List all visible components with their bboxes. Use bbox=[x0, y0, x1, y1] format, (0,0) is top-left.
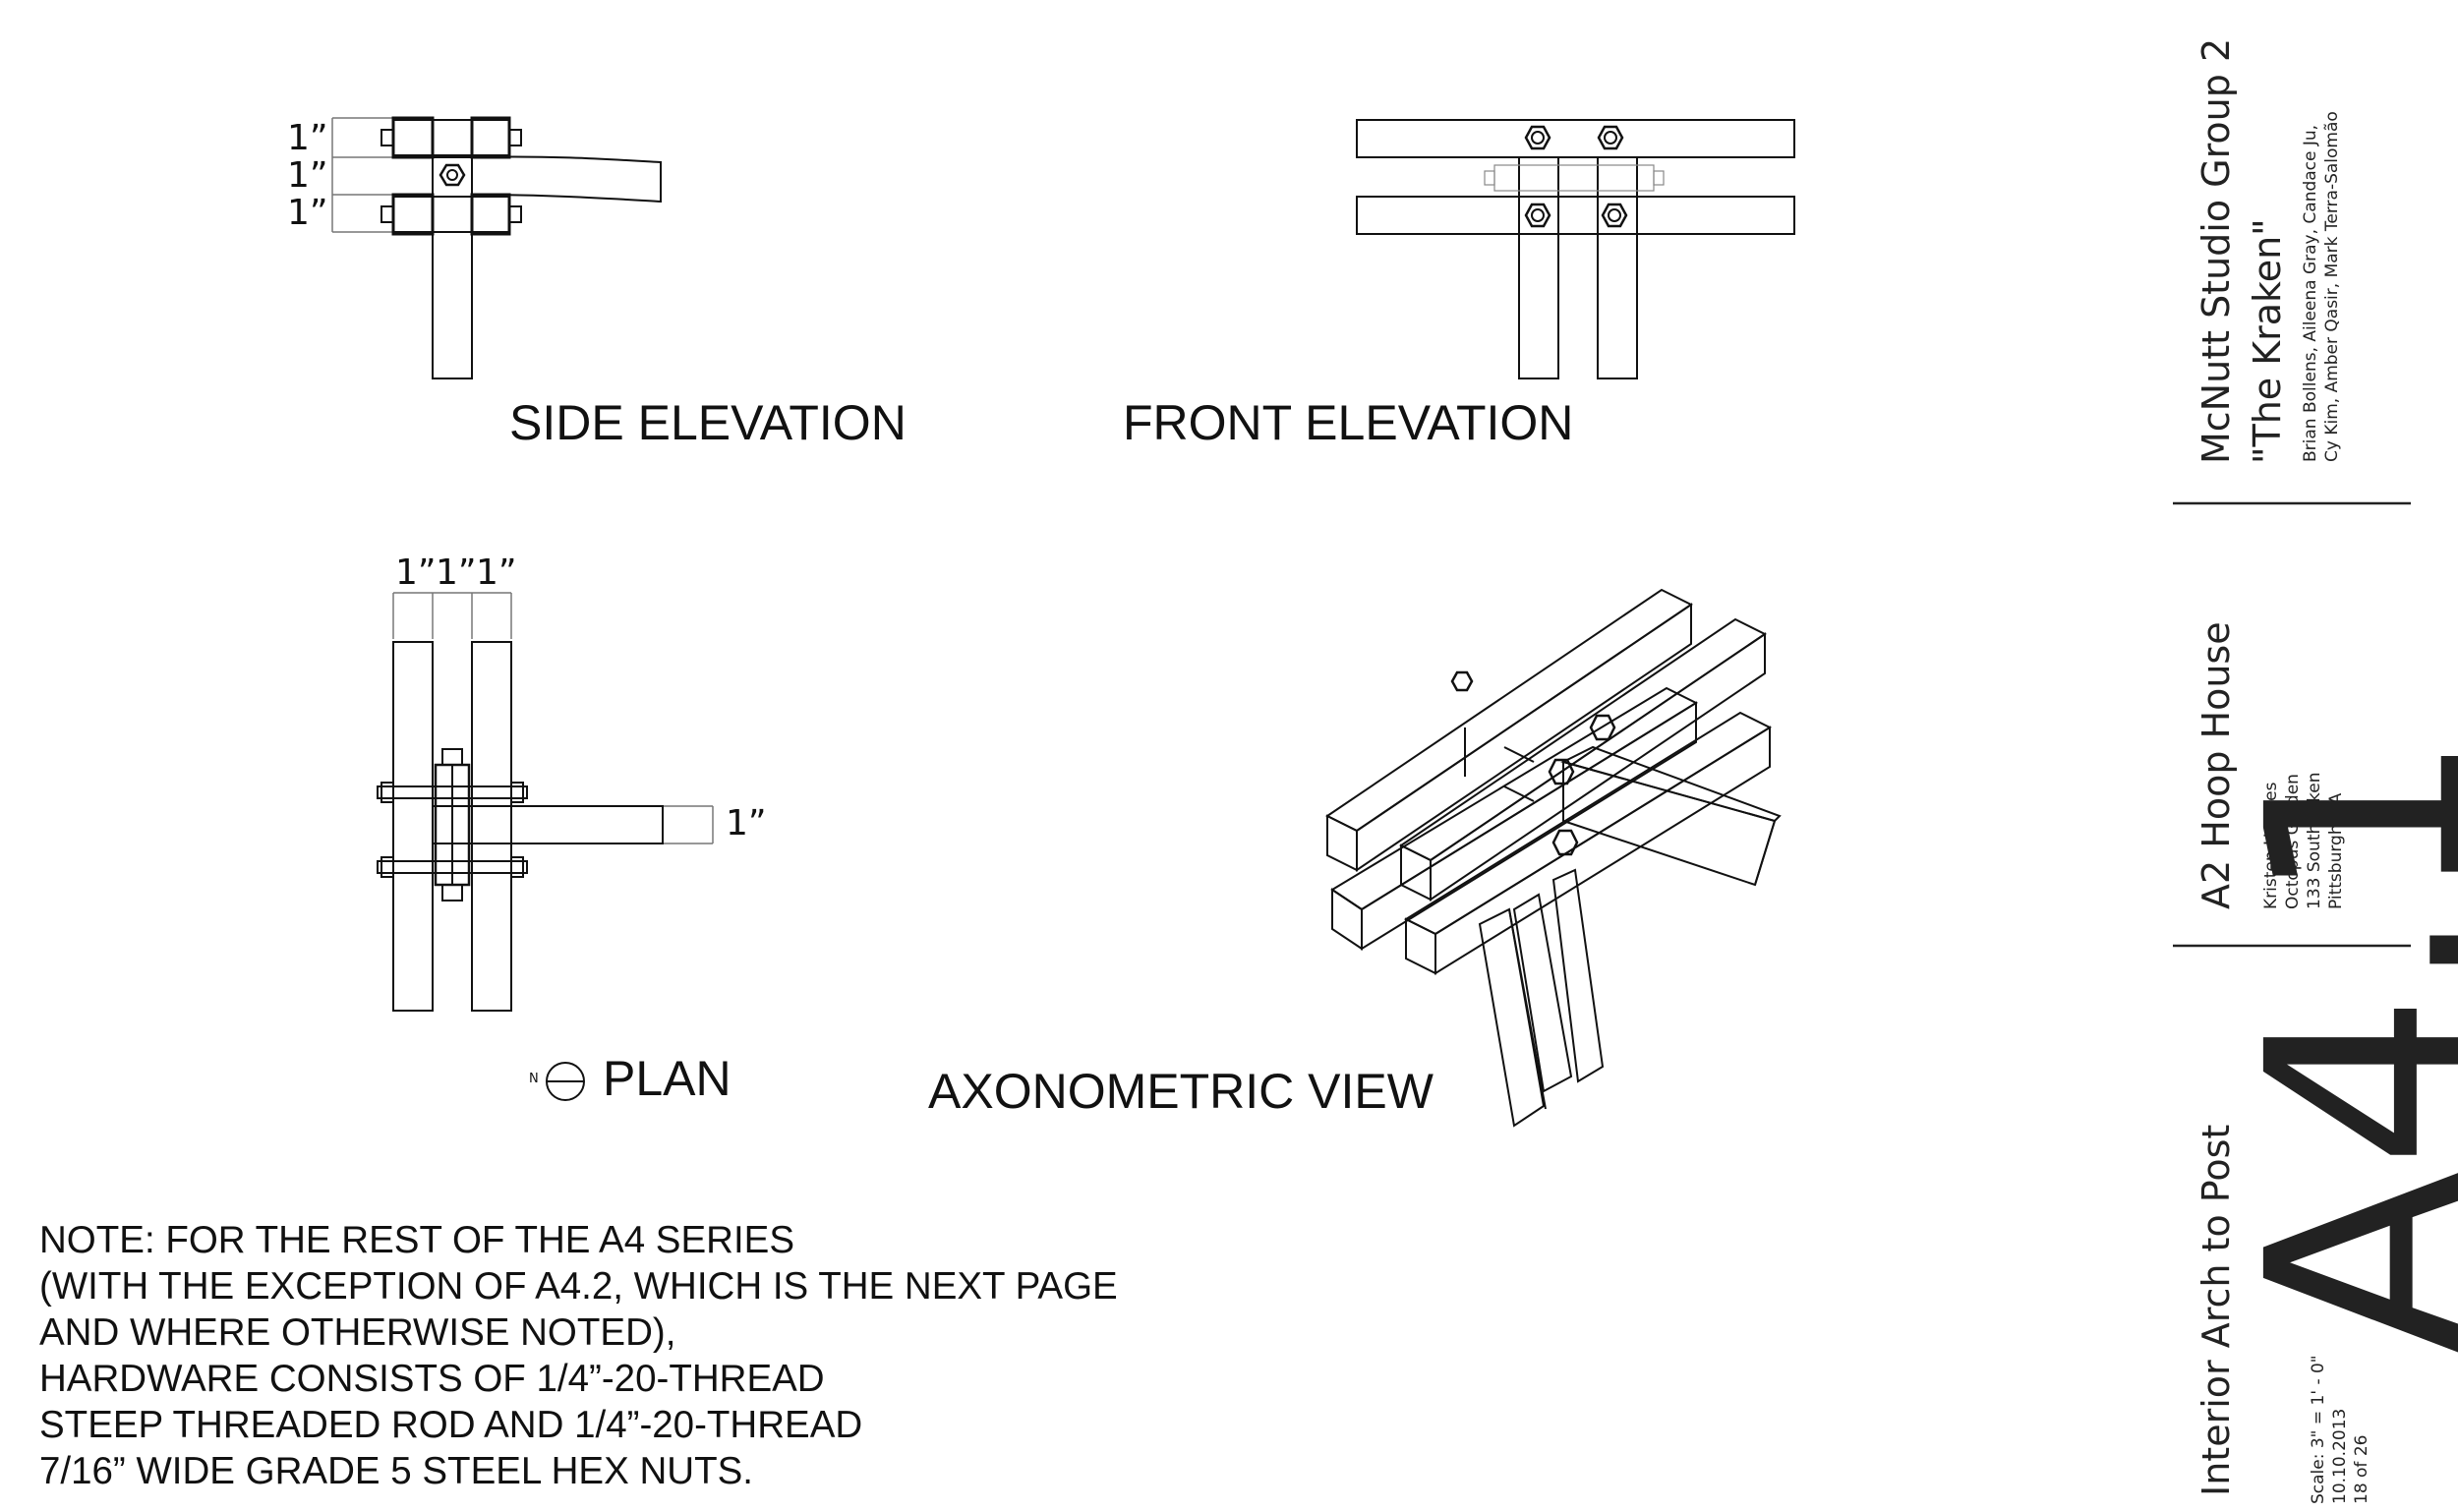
date-label: 10.10.2013 bbox=[2330, 1408, 2350, 1504]
page-count: 18 of 26 bbox=[2352, 1434, 2371, 1504]
note-line: NOTE: FOR THE REST OF THE A4 SERIES bbox=[39, 1219, 795, 1261]
front-elevation-drawing bbox=[1356, 119, 1795, 379]
side-dimension-1: 1” bbox=[287, 118, 328, 158]
plan-label: PLAN bbox=[603, 1051, 732, 1106]
studio-name: McNutt Studio Group 2 bbox=[2195, 37, 2238, 464]
north-arrow-letter: N bbox=[529, 1072, 539, 1086]
scale-label: Scale: 3" = 1' - 0" bbox=[2309, 1355, 2328, 1504]
project-name: "The Kraken" bbox=[2246, 218, 2289, 464]
axonometric-view-label: AXONOMETRIC VIEW bbox=[928, 1064, 1434, 1119]
note-line: 7/16” WIDE GRADE 5 STEEL HEX NUTS. bbox=[39, 1450, 753, 1492]
note-line: HARDWARE CONSISTS OF 1/4”-20-THREAD bbox=[39, 1358, 825, 1400]
north-arrow-symbol bbox=[546, 1062, 585, 1101]
plan-dimension-top-2: 1” bbox=[436, 552, 477, 593]
plan-dimension-top-3: 1” bbox=[476, 552, 517, 593]
note-line: (WITH THE EXCEPTION OF A4.2, WHICH IS TH… bbox=[39, 1265, 1118, 1308]
team-line-2: Cy Kim, Amber Qasir, Mark Terra-Salomão bbox=[2322, 111, 2342, 462]
note-line: STEEP THREADED ROD AND 1/4”-20-THREAD bbox=[39, 1404, 863, 1446]
sheet-number: A4.1 bbox=[2209, 730, 2458, 1357]
side-elevation-label: SIDE ELEVATION bbox=[509, 395, 907, 450]
plan-drawing bbox=[377, 592, 714, 1012]
plan-dimension-top-1: 1” bbox=[395, 552, 437, 593]
plan-dimension-arm: 1” bbox=[726, 803, 767, 843]
hardware-note: NOTE: FOR THE REST OF THE A4 SERIES (WIT… bbox=[39, 1217, 1268, 1494]
axonometric-drawing bbox=[1325, 588, 1782, 1128]
side-dimension-2: 1” bbox=[287, 155, 328, 196]
side-dimension-3: 1” bbox=[287, 193, 328, 233]
front-elevation-label: FRONT ELEVATION bbox=[1123, 395, 1574, 450]
note-line: AND WHERE OTHERWISE NOTED), bbox=[39, 1311, 676, 1354]
side-elevation-drawing bbox=[331, 116, 662, 379]
team-line-1: Brian Bollens, Aileena Gray, Candace Ju, bbox=[2301, 124, 2320, 462]
